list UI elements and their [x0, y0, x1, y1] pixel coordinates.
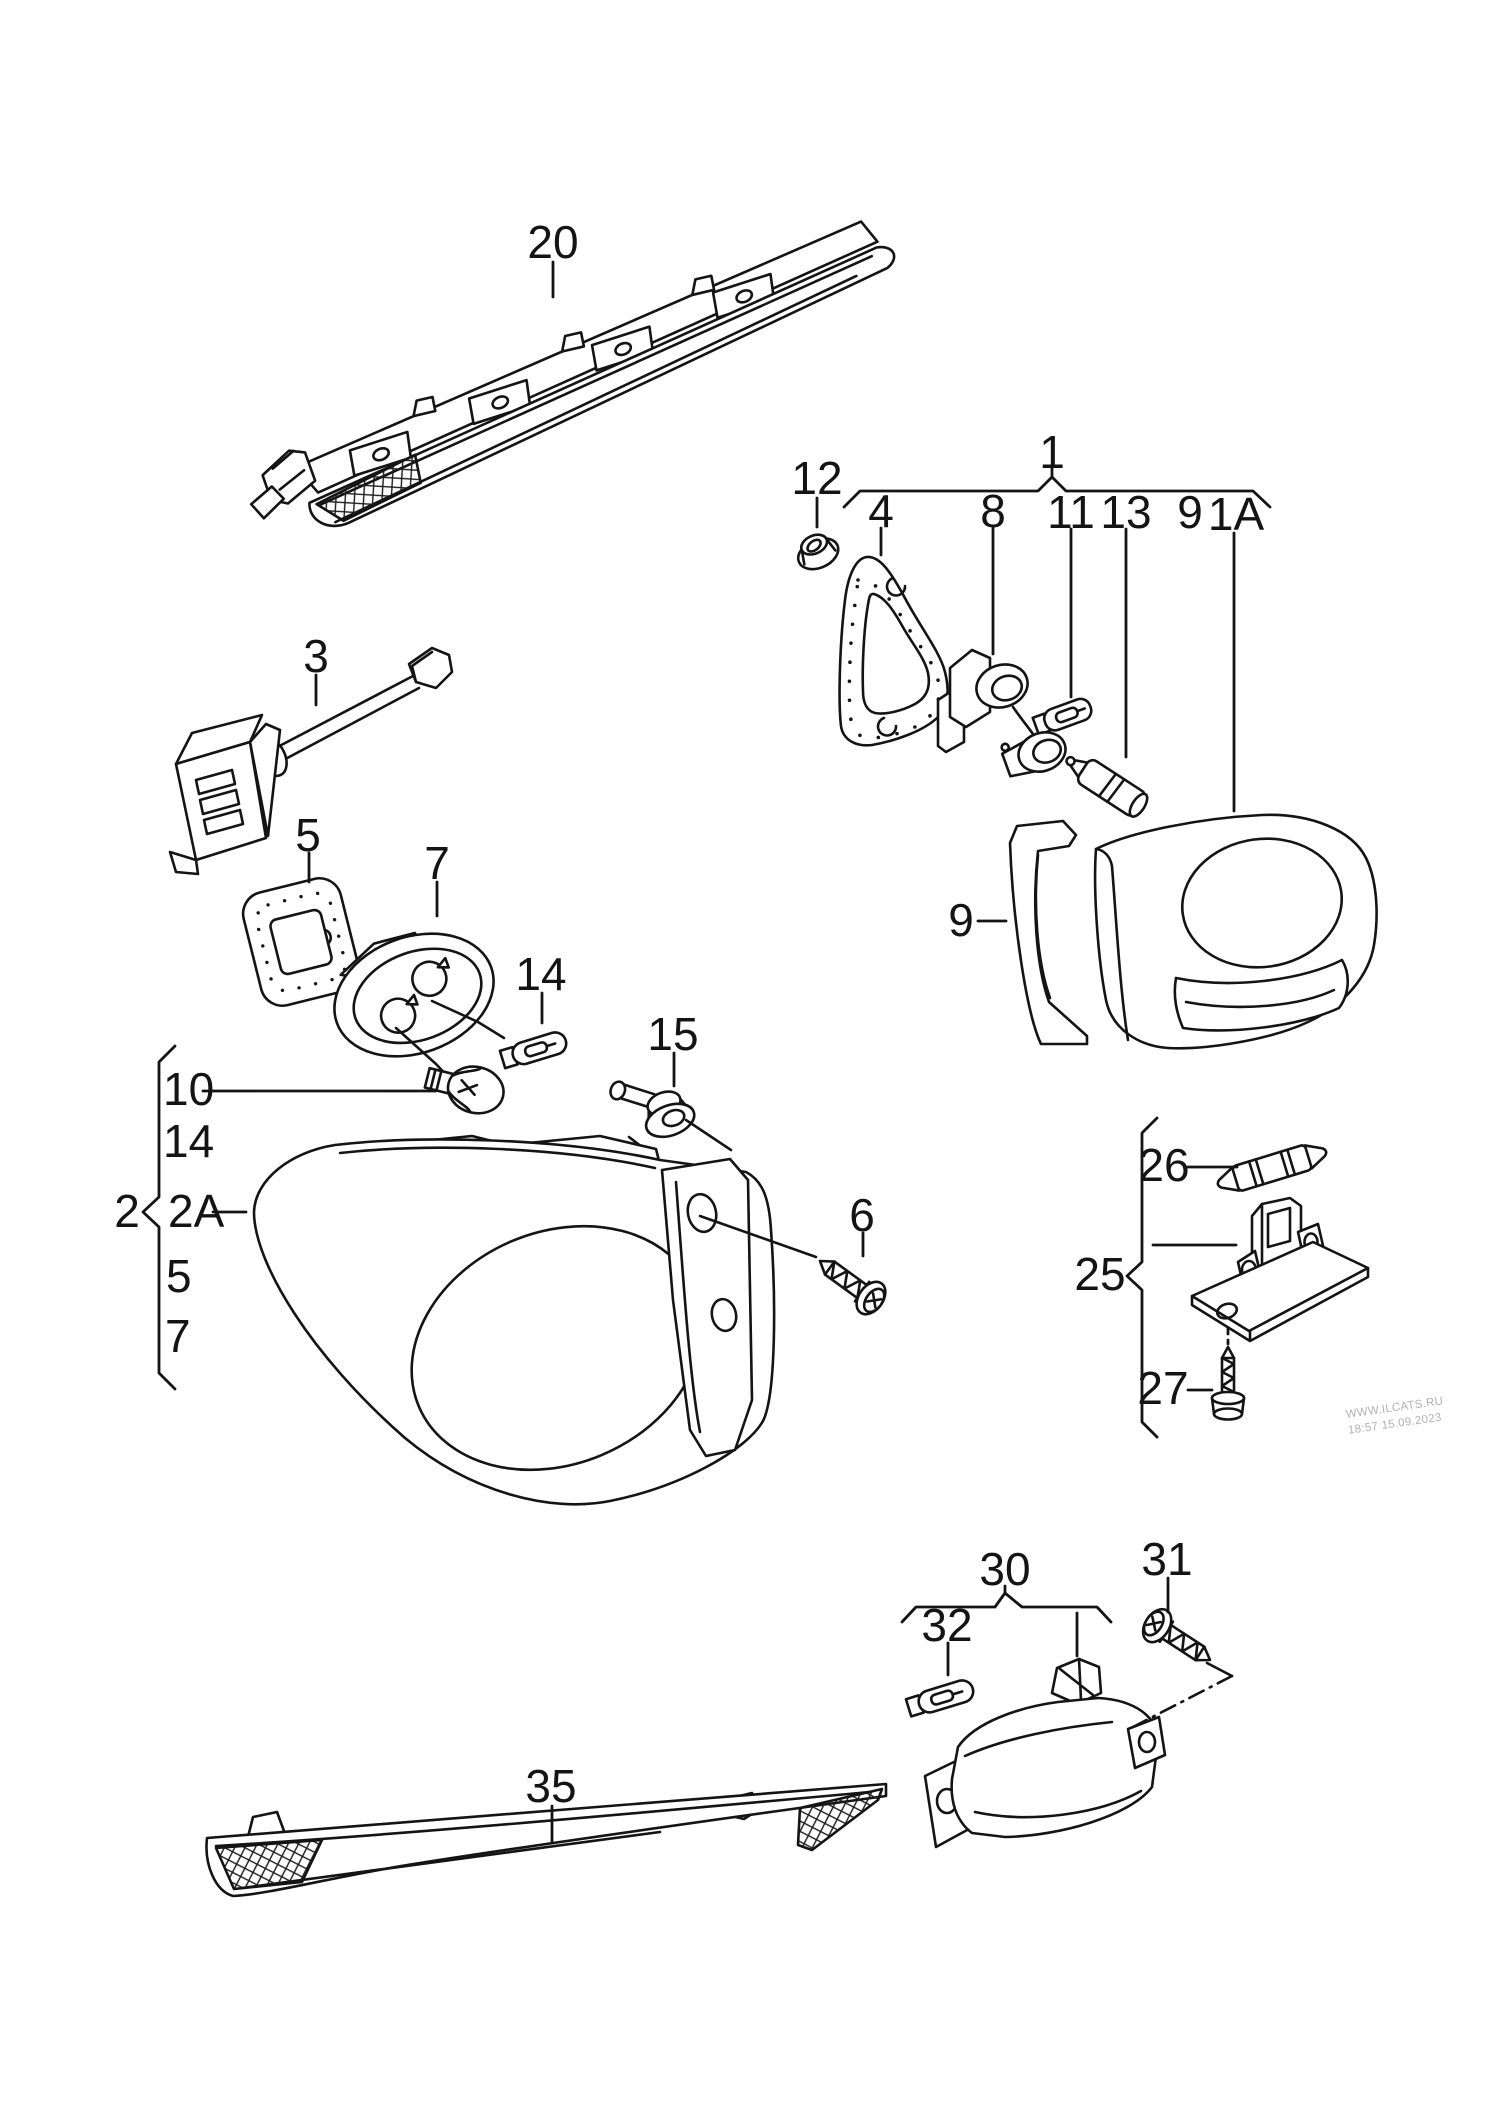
part-3-connector	[168, 646, 454, 876]
label-8: 8	[980, 485, 1006, 537]
label-5-list: 5	[166, 1250, 192, 1302]
part-bulb-socket	[1000, 731, 1067, 778]
leader-31-solid	[1205, 1661, 1234, 1678]
part-14-bulb	[498, 1031, 568, 1070]
bracket-group-2	[141, 1044, 177, 1391]
label-14-list: 14	[163, 1115, 214, 1167]
part-35-trim-strip	[205, 1782, 888, 1898]
label-9-row: 9	[1177, 486, 1203, 538]
leader-7-to-14	[430, 999, 506, 1040]
part-31-screw	[1141, 1607, 1212, 1662]
label-7-top: 7	[424, 837, 450, 889]
label-2: 2	[114, 1185, 140, 1237]
part-7-bulb-carrier	[333, 931, 495, 1058]
label-13: 13	[1100, 486, 1151, 538]
part-6-screw	[818, 1259, 887, 1316]
label-3: 3	[303, 630, 329, 682]
label-14-top: 14	[515, 948, 566, 1000]
label-1a: 1A	[1208, 488, 1265, 540]
part-27-screw	[1210, 1345, 1246, 1421]
part-11-bulb	[1031, 697, 1093, 737]
part-1a-tail-light-housing	[1093, 813, 1378, 1050]
label-27: 27	[1137, 1362, 1188, 1414]
label-32: 32	[921, 1599, 972, 1651]
part-8-bulb-holder	[936, 648, 1037, 754]
part-2a-tail-light-unit	[252, 1134, 776, 1506]
part-25-license-plate-light	[1190, 1196, 1370, 1343]
label-31: 31	[1141, 1533, 1192, 1585]
label-1: 1	[1039, 426, 1065, 478]
label-4: 4	[868, 485, 894, 537]
label-15: 15	[647, 1008, 698, 1060]
leader-6	[698, 1214, 818, 1259]
label-20: 20	[527, 216, 578, 268]
label-30: 30	[979, 1543, 1030, 1595]
label-2a: 2A	[168, 1185, 225, 1237]
part-13-bulb	[1065, 755, 1149, 818]
part-26-festoon-bulb	[1216, 1144, 1328, 1192]
bracket-group-30	[900, 1591, 1113, 1624]
part-4-gasket	[838, 555, 949, 747]
part-9-cover	[1008, 819, 1089, 1046]
label-9-cover: 9	[948, 894, 974, 946]
label-12: 12	[791, 452, 842, 504]
label-5-top: 5	[295, 809, 321, 861]
part-20-high-mount-brake-light	[249, 220, 896, 528]
part-30-license-light-housing	[923, 1657, 1167, 1849]
bracket-group-1	[842, 475, 1272, 509]
leader-31-dashdot	[1131, 1674, 1234, 1729]
part-32-bulb	[904, 1679, 975, 1718]
part-12-nut	[796, 533, 840, 571]
label-6: 6	[849, 1189, 875, 1241]
bracket-group-25	[1125, 1116, 1159, 1439]
part-15-fastener	[609, 1080, 696, 1139]
part-5-gasket	[241, 876, 361, 1008]
label-35: 35	[525, 1760, 576, 1812]
label-7-list: 7	[165, 1310, 191, 1362]
label-10: 10	[163, 1063, 214, 1115]
part-10-bulb	[423, 1065, 505, 1115]
label-26: 26	[1138, 1139, 1189, 1191]
label-25: 25	[1074, 1248, 1125, 1300]
label-11: 11	[1047, 486, 1095, 538]
